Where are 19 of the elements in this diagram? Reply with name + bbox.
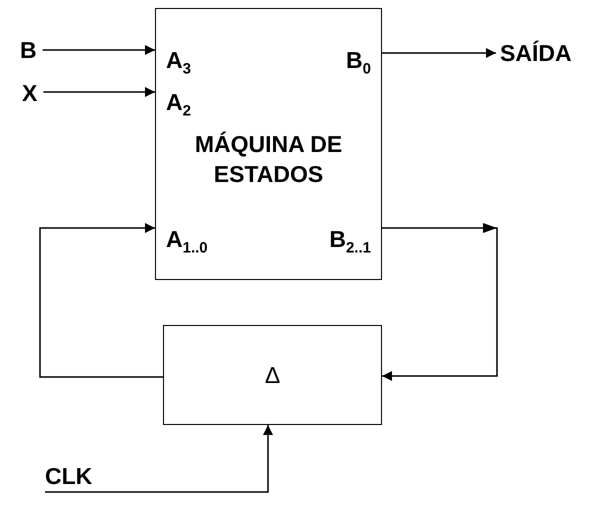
arrow [39, 223, 163, 378]
signal-name: SAÍDA [500, 40, 572, 66]
signal-name: X [22, 80, 38, 106]
pin-label: A$_{3}$ [166, 47, 191, 78]
pin-label: B$_{2..1}$ [329, 226, 371, 257]
arrow [45, 425, 273, 493]
arrow [382, 227, 498, 381]
signal-name: B [20, 37, 37, 63]
arrow [42, 45, 155, 55]
pin-label: A$_{2}$ [166, 89, 191, 120]
pin-label: B$_{0}$ [346, 47, 371, 78]
box-title: MÁQUINA DE ESTADOS [194, 130, 344, 189]
delay-box [163, 325, 382, 425]
state-machine-box [155, 8, 382, 280]
box-title: Δ [264, 361, 282, 390]
pin-label: A$_{1..0}$ [166, 226, 208, 257]
arrow [43, 87, 155, 97]
signal-name: CLK [45, 463, 92, 489]
arrow [382, 48, 496, 58]
